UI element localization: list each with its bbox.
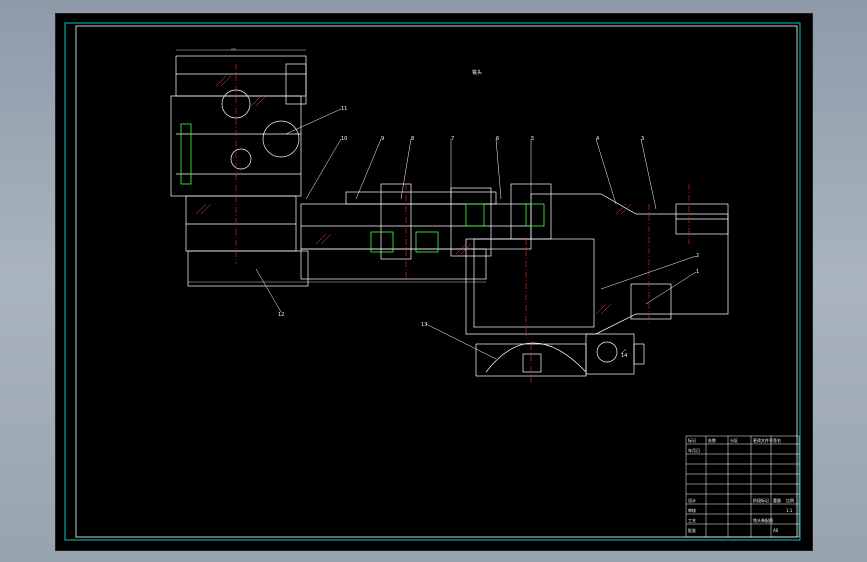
callout-12: 12: [278, 312, 284, 318]
title-block-field-9: 工艺: [688, 518, 696, 523]
callout-4: 4: [596, 136, 599, 142]
dimension-lines: [176, 48, 486, 283]
callout-5: 5: [531, 136, 534, 142]
assembly-geometry: [170, 55, 729, 377]
section-hatching: [195, 75, 632, 315]
cad-drawing[interactable]: 铣头: [56, 14, 812, 550]
callout-6: 6: [496, 136, 499, 142]
callout-13: 13: [421, 322, 427, 328]
callout-labels: 11 10 9 8 7 6 5 4 3 2 1 12 13 14: [278, 106, 699, 359]
drawing-name: 铣头装配图: [753, 517, 773, 523]
callout-14: 14: [621, 353, 627, 359]
title-block-field-10: 批准: [688, 527, 696, 533]
title-block-field-1: 标记: [688, 437, 696, 443]
title-block-field-12: 重量: [773, 497, 781, 503]
callout-10: 10: [341, 136, 347, 142]
cad-viewport[interactable]: 铣头: [55, 13, 813, 551]
title-block-field-13: 比例: [786, 497, 794, 503]
callout-11: 11: [341, 106, 347, 112]
callout-7: 7: [451, 136, 454, 142]
callout-9: 9: [381, 136, 384, 142]
title-block-field-4: 更改文件号: [753, 437, 773, 443]
title-block-field-8: 审核: [688, 507, 696, 513]
title-block-field-11: 阶段标记: [753, 497, 769, 503]
callout-2: 2: [696, 253, 699, 259]
drawing-top-label: 铣头: [472, 69, 482, 76]
title-block-field-5: 签名: [773, 437, 781, 443]
gear-parts: [180, 123, 545, 253]
callout-3: 3: [641, 136, 644, 142]
title-block-field-7: 设计: [688, 497, 696, 503]
sheet-frame: [64, 22, 801, 541]
callout-1: 1: [696, 269, 699, 275]
drawing-scale: 1:1: [786, 508, 793, 513]
centerlines: [235, 64, 690, 384]
title-block-field-3: 分区: [730, 437, 738, 443]
title-block-field-2: 处数: [708, 437, 716, 443]
callout-leaders: [255, 108, 697, 360]
callout-8: 8: [411, 136, 414, 142]
sheet-number: A0: [773, 528, 779, 533]
title-block-text: 标记 处数 分区 更改文件号 签名 年月日 设计 审核 工艺 批准 阶段标记 重…: [688, 437, 794, 533]
title-block: [685, 435, 800, 538]
title-block-field-6: 年月日: [688, 447, 700, 453]
